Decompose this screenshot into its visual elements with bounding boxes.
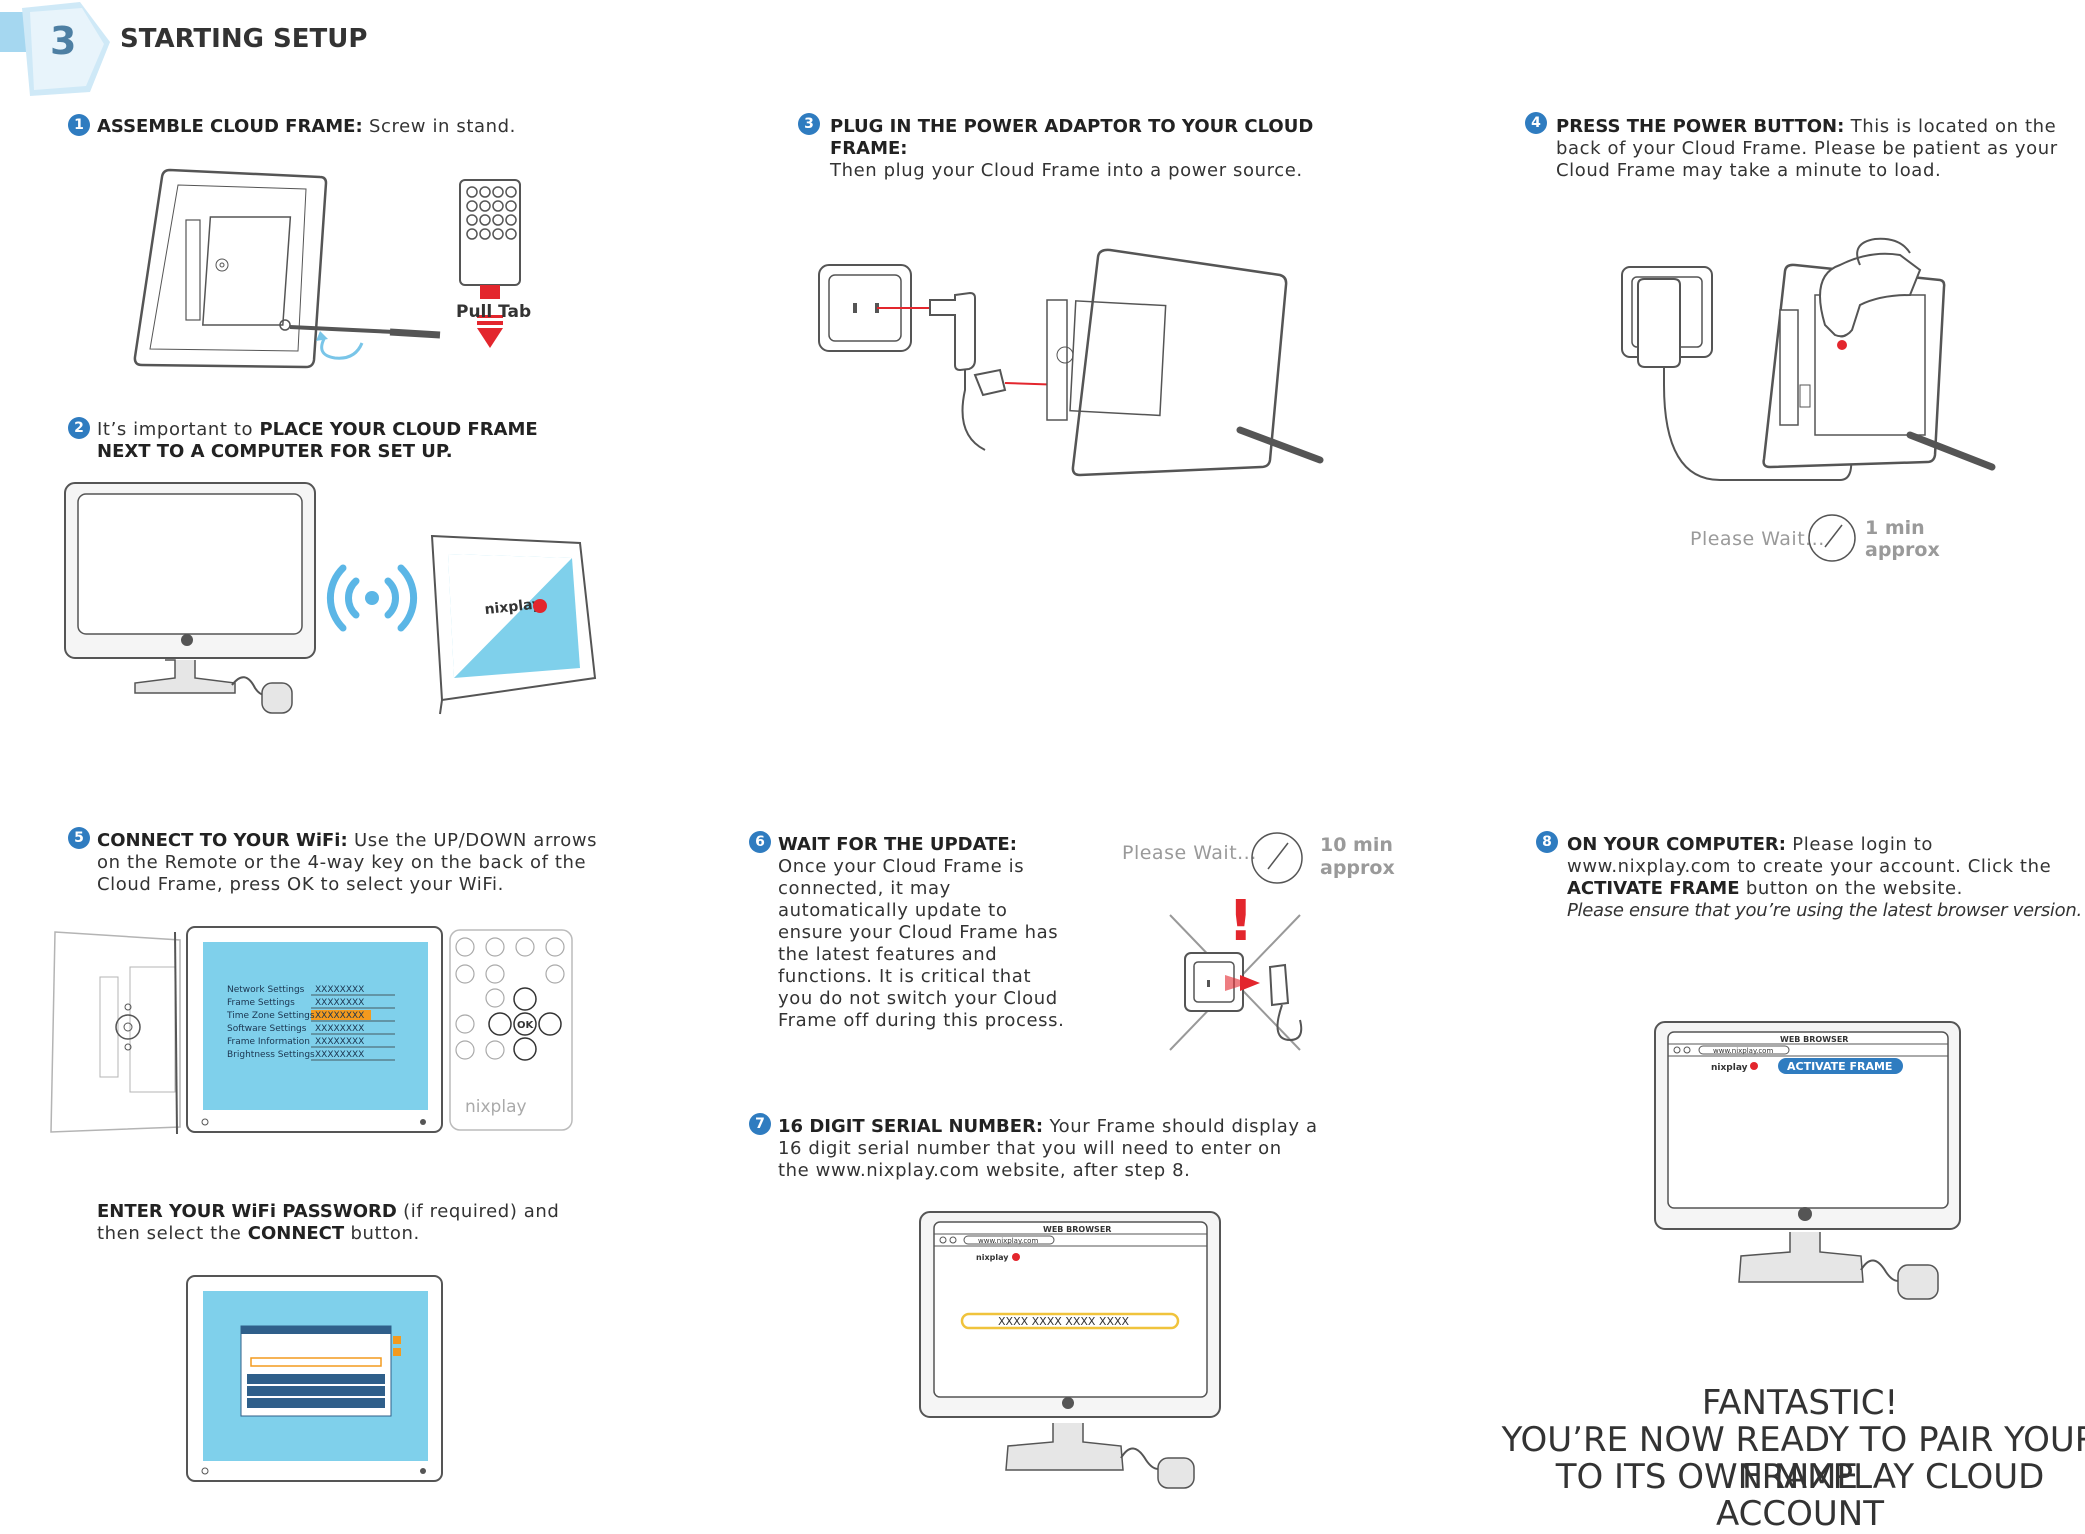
browser-nixplay-logo-2: nixplay (1711, 1063, 1748, 1073)
address-bar-url-2: www.nixplay.com (1713, 1047, 1773, 1055)
wifi-password-heading: ENTER YOUR WiFi PASSWORD (97, 1201, 397, 1222)
step-5-heading: CONNECT TO YOUR WiFi: (97, 830, 348, 851)
activate-frame-button[interactable] (1778, 1058, 1903, 1074)
step-6-body: Once your Cloud Frame is connected, it m… (778, 856, 1065, 1031)
page-title: STARTING SETUP (120, 24, 368, 54)
menu-item-frame[interactable]: Frame Settings (227, 998, 295, 1008)
settings-menu: Network Settings Frame Settings Time Zon… (226, 985, 395, 1061)
wait-approx-2: approx (1320, 857, 1395, 879)
section-number: 3 (50, 19, 76, 63)
step-3-text: PLUG IN THE POWER ADAPTOR TO YOUR CLOUD … (830, 116, 1390, 182)
wifi-password-body-end: button. (344, 1223, 420, 1244)
step-7-heading: 16 DIGIT SERIAL NUMBER: (778, 1116, 1044, 1137)
step-8-text: ON YOUR COMPUTER: Please login to www.ni… (1567, 834, 2082, 922)
menu-value: XXXXXXXX (315, 1050, 364, 1060)
menu-value: XXXXXXXX (315, 1037, 364, 1047)
remote-dpad[interactable] (488, 987, 562, 1061)
section-header: 3 STARTING SETUP (0, 0, 400, 96)
step-1-badge: 1 (68, 114, 90, 136)
computer-next-to-frame-illustration: nixplay (64, 482, 597, 715)
pull-tab-label: Pull Tab (456, 302, 532, 322)
browser-title-2: WEB BROWSER (1780, 1035, 1848, 1044)
section-number-icon: 3 (0, 2, 110, 96)
wifi-menu-illustration: Network Settings Frame Settings Time Zon… (50, 926, 573, 1135)
step-7-text: 16 DIGIT SERIAL NUMBER: Your Frame shoul… (778, 1116, 1318, 1182)
browser-title: WEB BROWSER (1043, 1225, 1111, 1234)
step-1-body: Screw in stand. (362, 116, 516, 137)
step-7-badge: 7 (749, 1113, 771, 1135)
browser-note: Please ensure that you’re using the late… (1567, 900, 2082, 921)
address-bar-2[interactable] (1698, 1045, 1790, 1055)
remote-nixplay-logo: nixplay (465, 1097, 527, 1117)
activate-frame-button-label: ACTIVATE FRAME (1787, 1060, 1892, 1073)
step-8-heading: ON YOUR COMPUTER: (1567, 834, 1786, 855)
address-bar-url: www.nixplay.com (978, 1237, 1038, 1245)
wifi-password-illustration (186, 1275, 443, 1482)
menu-item-info[interactable]: Frame Information (227, 1037, 310, 1047)
finale-line-1: FANTASTIC! (1701, 1383, 1899, 1423)
step-2-text: It’s important to PLACE YOUR CLOUD FRAME… (97, 419, 577, 463)
wait-approx: approx (1865, 539, 1940, 561)
activate-frame-computer-illustration: WEB BROWSER www.nixplay.com nixplay ACTI… (1654, 1021, 1961, 1300)
serial-number-computer-illustration: WEB BROWSER www.nixplay.com nixplay XXXX… (919, 1211, 1221, 1489)
menu-value: XXXXXXXX (315, 1024, 364, 1034)
update-warning-illustration: Please Wait... 10 min approx ! (1122, 832, 1395, 1051)
remote-pull-tab-illustration (459, 179, 521, 348)
address-bar[interactable] (963, 1235, 1055, 1245)
step-5-body: Use the UP/DOWN arrows on the Remote or … (97, 830, 598, 895)
menu-value: XXXXXXXX (315, 998, 364, 1008)
assemble-frame-illustration (133, 168, 441, 369)
menu-item-brightness[interactable]: Brightness Settings (227, 1050, 315, 1060)
step-4-heading: PRESS THE POWER BUTTON: (1556, 116, 1845, 137)
step-6-badge: 6 (749, 831, 771, 853)
menu-value: XXXXXXXX (315, 1011, 364, 1021)
step-8-body: Please login to www.nixplay.com to creat… (1567, 834, 2052, 877)
serial-number-field[interactable] (960, 1312, 1180, 1330)
step-4-body: This is located on the back of your Clou… (1556, 116, 2058, 181)
remote-ok-label: OK (517, 1020, 535, 1031)
step-4-text: PRESS THE POWER BUTTON: This is located … (1556, 116, 2085, 182)
wait-duration-2: 10 min (1320, 834, 1393, 856)
step-7-body: Your Frame should display a 16 digit ser… (778, 1116, 1318, 1181)
step-8-body-end: button on the website. (1739, 878, 1963, 899)
nixplay-logo: nixplay (484, 596, 542, 618)
wait-duration: 1 min (1865, 517, 1925, 539)
step-5-badge: 5 (68, 827, 90, 849)
step-3-body: Then plug your Cloud Frame into a power … (830, 160, 1303, 181)
step-1-text: ASSEMBLE CLOUD FRAME: Screw in stand. (97, 116, 617, 138)
menu-item-network[interactable]: Network Settings (227, 985, 305, 995)
serial-number-value: XXXX XXXX XXXX XXXX (998, 1315, 1130, 1328)
timer-icon (1808, 514, 1856, 562)
step-1-heading: ASSEMBLE CLOUD FRAME: (97, 116, 363, 137)
step-4-badge: 4 (1525, 112, 1547, 134)
wait-1-min-indicator: Please Wait... 1 min approx (1690, 514, 1940, 562)
step-2-body: It’s important to (97, 419, 260, 440)
connect-keyword: CONNECT (247, 1223, 345, 1244)
timer-icon-2 (1251, 832, 1303, 884)
wifi-signal-icon (326, 564, 418, 632)
power-adaptor-illustration (818, 248, 1324, 477)
step-2-heading: PLACE YOUR CLOUD FRAME NEXT TO A COMPUTE… (97, 419, 538, 462)
step-3-heading: PLUG IN THE POWER ADAPTOR TO YOUR CLOUD … (830, 116, 1314, 159)
please-wait-label-2: Please Wait... (1122, 842, 1257, 864)
menu-item-software[interactable]: Software Settings (227, 1024, 307, 1034)
browser-nixplay-logo: nixplay (976, 1253, 1009, 1262)
step-5-text: CONNECT TO YOUR WiFi: Use the UP/DOWN ar… (97, 830, 607, 896)
finale-line-3: TO ITS OWN NIXPLAY CLOUD ACCOUNT (1555, 1457, 2045, 1534)
menu-value: XXXXXXXX (315, 985, 364, 995)
activate-frame-keyword: ACTIVATE FRAME (1567, 878, 1740, 899)
step-2-badge: 2 (68, 417, 90, 439)
menu-item-timezone[interactable]: Time Zone Settings (226, 1011, 315, 1021)
finale-line-2: YOU’RE NOW READY TO PAIR YOUR FRAME (1501, 1420, 2085, 1497)
step-8-badge: 8 (1536, 831, 1558, 853)
wifi-password-text: ENTER YOUR WiFi PASSWORD (if required) a… (97, 1201, 607, 1245)
wifi-password-body: (if required) and then select the (97, 1201, 560, 1244)
please-wait-label: Please Wait... (1690, 528, 1825, 550)
step-6-heading: WAIT FOR THE UPDATE: (778, 834, 1017, 855)
step-3-badge: 3 (798, 113, 820, 135)
power-button-illustration (1621, 237, 1996, 481)
warning-icon: ! (1228, 889, 1254, 954)
step-6-text: WAIT FOR THE UPDATE: Once your Cloud Fra… (778, 834, 1068, 1032)
